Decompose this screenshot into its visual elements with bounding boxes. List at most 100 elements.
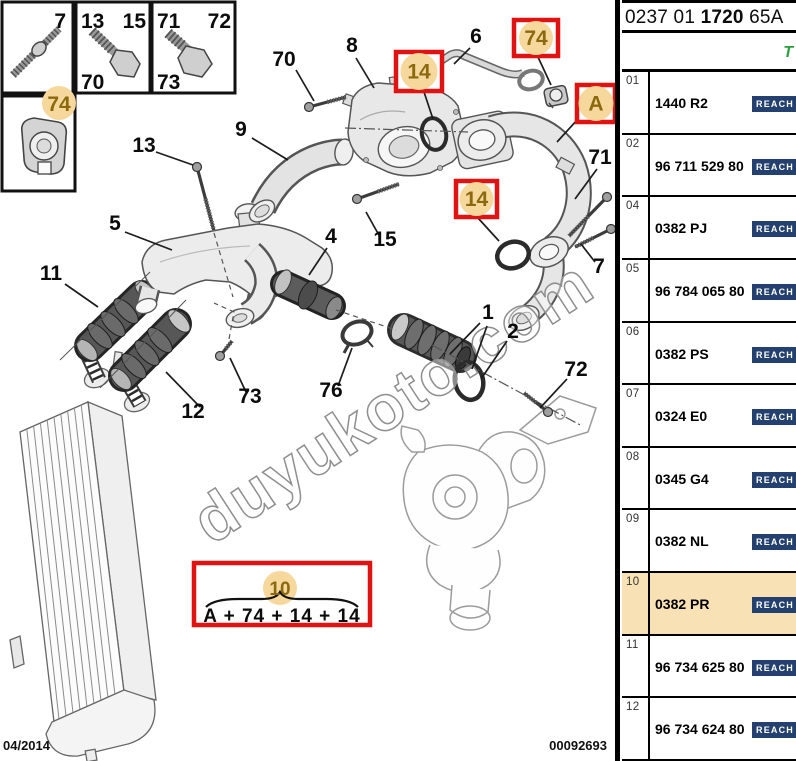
green-note: T xyxy=(783,44,793,61)
leader-line xyxy=(124,231,173,251)
row-number-cell: 02 xyxy=(622,134,650,196)
legend-label-73: 73 xyxy=(157,71,180,94)
row-number: 06 xyxy=(626,325,640,338)
leader-line xyxy=(423,91,434,120)
table-row[interactable]: 05 96 784 065 80 REACH xyxy=(622,259,796,323)
part-reference: 0382 PJ xyxy=(655,220,708,237)
row-number: 10 xyxy=(626,576,640,588)
row-number: 12 xyxy=(626,701,640,714)
leader-line xyxy=(471,325,488,370)
row-number: 07 xyxy=(626,388,640,401)
callout-1: 1 xyxy=(482,301,494,324)
assembly-note[interactable]: 10 A + 74 + 14 + 14 xyxy=(191,560,373,628)
row-number: 05 xyxy=(626,262,640,275)
table-row[interactable]: 01 1440 R2 REACH xyxy=(622,72,796,135)
callout-2: 2 xyxy=(507,320,519,343)
reach-badge[interactable]: REACH xyxy=(752,346,796,363)
leader-line xyxy=(355,57,375,89)
intercooler-fin xyxy=(60,413,95,705)
reach-badge[interactable]: REACH xyxy=(752,471,796,488)
part-reference: 0382 PS xyxy=(655,345,709,362)
brace-glyph xyxy=(205,589,359,608)
callout-highlight-circle xyxy=(578,86,614,121)
intercooler-part xyxy=(9,350,157,761)
part-reference: 0382 NL xyxy=(655,533,709,550)
legend-highlight-circle xyxy=(42,86,76,120)
reach-badge[interactable]: REACH xyxy=(752,96,796,112)
legend-label-7: 7 xyxy=(54,10,66,33)
part-reference: 96 784 065 80 xyxy=(655,282,745,299)
throttle-housing-8-part xyxy=(341,73,465,177)
part-shapes xyxy=(0,0,597,761)
row-number-cell: 07 xyxy=(622,385,650,446)
intercooler-fin xyxy=(80,404,116,696)
code-prefix: 0237 01 xyxy=(625,7,701,28)
leader-line xyxy=(480,340,508,380)
table-row[interactable]: 11 96 734 625 80 REACH xyxy=(622,635,796,699)
red-callout-label: 14 xyxy=(407,61,431,84)
assembly-axes xyxy=(59,127,583,427)
table-row[interactable]: 12 96 734 624 80 REACH xyxy=(622,698,796,761)
reach-badge[interactable]: REACH xyxy=(752,409,796,426)
row-number: 08 xyxy=(626,450,640,463)
subheader-band: T xyxy=(622,33,796,72)
table-row[interactable]: 06 0382 PS REACH xyxy=(622,322,796,386)
parts-panel: 0237 01 1720 65A T 01 1440 R2 REACH 02 9… xyxy=(622,0,796,761)
table-row[interactable]: 08 0345 G4 REACH xyxy=(622,447,796,511)
leader-line xyxy=(365,211,381,238)
red-callout-74[interactable]: 74 xyxy=(511,17,561,86)
legend-bolt-glyph-70 xyxy=(88,27,141,78)
code-figure: 1720 xyxy=(700,7,744,28)
legend-bolt-glyph-73 xyxy=(164,28,213,78)
assembly-note-number: 10 xyxy=(269,579,290,600)
legend-label-70: 70 xyxy=(81,71,104,94)
row-number-cell: 05 xyxy=(622,259,650,321)
red-callout-14[interactable]: 14 xyxy=(393,49,445,120)
row-number: 11 xyxy=(626,638,639,651)
bolt-glyph xyxy=(522,391,554,418)
turbo-outlet-pipe-A-part xyxy=(451,110,592,331)
leader-line xyxy=(308,247,328,276)
turbocharger-part xyxy=(400,395,597,631)
resonator-part-1 xyxy=(387,313,477,373)
red-callout-14[interactable]: 14 xyxy=(453,178,500,242)
reach-badge[interactable]: REACH xyxy=(752,722,796,739)
assembly-note-formula: A + 74 + 14 + 14 xyxy=(203,606,360,627)
catalog-code-header: 0237 01 1720 65A xyxy=(622,0,796,33)
reach-badge[interactable]: REACH xyxy=(752,534,796,551)
leader-line xyxy=(453,47,471,65)
part-reference: 96 734 624 80 xyxy=(655,721,745,738)
bolt-glyph xyxy=(214,339,234,362)
part-reference: 96 711 529 80 xyxy=(655,157,744,174)
table-row[interactable]: 02 96 711 529 80 REACH xyxy=(622,134,796,198)
intercooler-fin xyxy=(67,410,102,702)
v-clamp-76-part xyxy=(340,319,374,354)
callout-9: 9 xyxy=(235,118,247,141)
footer-date: 04/2014 xyxy=(3,738,51,753)
reach-badge[interactable]: REACH xyxy=(752,283,796,300)
intercooler-fin xyxy=(73,407,109,699)
intercooler-fin xyxy=(39,422,74,714)
part-reference: 0324 E0 xyxy=(655,408,708,425)
leader-line xyxy=(337,347,353,387)
bolt-glyph xyxy=(191,161,217,232)
callout-highlight-circle xyxy=(519,21,553,55)
reach-badge[interactable]: REACH xyxy=(752,597,796,613)
reach-badge[interactable]: REACH xyxy=(752,659,796,676)
intercooler-fin xyxy=(53,416,88,708)
reach-badge[interactable]: REACH xyxy=(752,221,796,238)
footer-document-number: 00092693 xyxy=(549,738,607,753)
part-reference: 96 734 625 80 xyxy=(655,658,745,675)
reach-badge[interactable]: REACH xyxy=(752,158,796,175)
leader-line xyxy=(165,371,201,408)
row-number-cell: 10 xyxy=(622,573,650,634)
row-number-cell: 09 xyxy=(622,510,650,571)
table-row[interactable]: 04 0382 PJ REACH xyxy=(622,197,796,260)
assembly-note-circle xyxy=(263,571,297,605)
callout-highlight-circle xyxy=(459,182,494,216)
table-row[interactable]: 09 0382 NL REACH xyxy=(622,510,796,573)
table-row[interactable]: 10 0382 PR REACH xyxy=(622,573,796,636)
table-row[interactable]: 07 0324 E0 REACH xyxy=(622,385,796,448)
